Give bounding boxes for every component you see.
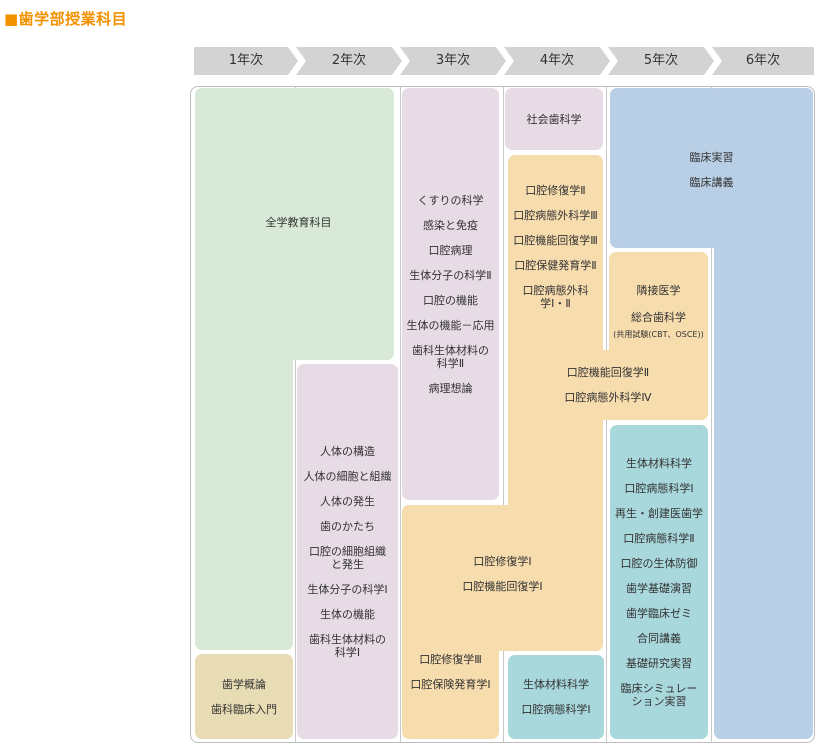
subject: 生体材料科学: [626, 456, 692, 470]
subject: 臨床シミュレーション実習: [620, 681, 698, 708]
year-tab-5: 5年次: [608, 47, 714, 75]
subject: 口腔修復学Ⅱ: [525, 184, 586, 197]
subject: 臨床実習: [689, 151, 734, 164]
year-header: 1年次 2年次 3年次 4年次 5年次 6年次: [194, 47, 814, 75]
year5-related-block: [609, 252, 708, 420]
year-tab-4: 4年次: [504, 47, 610, 75]
year-tab-6: 6年次: [712, 47, 814, 75]
year-tab-3: 3年次: [400, 47, 506, 75]
column-divider: [711, 86, 712, 743]
year45-shared-list: 口腔機能回復学Ⅱ 口腔病態外科学Ⅳ: [508, 360, 708, 410]
subject: 人体の細胞と組織: [303, 469, 392, 483]
subject: 合同講義: [637, 631, 681, 645]
subject: 生体分子の科学Ⅱ: [409, 268, 492, 282]
subject: 口腔病態外科学Ⅰ・Ⅱ: [522, 284, 589, 310]
subject: 総合歯科学: [631, 311, 686, 324]
subject: 口腔の細胞組織と発生: [309, 544, 386, 571]
year4-subject-list: 口腔修復学Ⅱ 口腔病態外科学Ⅲ 口腔機能回復学Ⅲ 口腔保健発育学Ⅱ 口腔病態外科…: [508, 178, 603, 316]
general-education-label: 全学教育科目: [265, 216, 332, 229]
subject: 基礎研究実習: [626, 656, 692, 670]
subject: 人体の構造: [320, 444, 375, 458]
year5-subjects-block: 生体材料科学 口腔病態科学Ⅰ 再生・創建医歯学 口腔病態科学Ⅱ 口腔の生体防御 …: [610, 425, 708, 739]
subject: 口腔修復学Ⅰ: [473, 555, 532, 568]
subject: 生体材料科学: [523, 678, 589, 691]
subject: 歯科臨床入門: [211, 702, 277, 716]
subject: 口腔機能回復学Ⅲ: [513, 234, 598, 247]
social-dentistry-block: 社会歯科学: [505, 88, 603, 150]
subject: 口腔病態科学Ⅰ: [624, 481, 694, 495]
subject: 歯学臨床ゼミ: [626, 606, 692, 620]
subject: 人体の発生: [320, 494, 375, 508]
subject: 口腔修復学Ⅲ: [419, 653, 482, 666]
column-divider: [503, 86, 504, 743]
year3-lower-list: 口腔修復学Ⅲ 口腔保険発育学Ⅰ: [402, 647, 499, 697]
subject: 臨床講義: [689, 176, 734, 189]
subject: 感染と免疫: [423, 218, 478, 232]
year2-subjects-block: 人体の構造 人体の細胞と組織 人体の発生 歯のかたち 口腔の細胞組織と発生 生体…: [297, 364, 398, 739]
year34-shared-list: 口腔修復学Ⅰ 口腔機能回復学Ⅰ: [402, 549, 603, 599]
clinical-list: 臨床実習 臨床講義: [610, 145, 813, 195]
subject: 病理想論: [428, 381, 473, 395]
subject: 口腔病態外科学Ⅳ: [564, 391, 652, 404]
subject: 口腔病理: [428, 243, 473, 257]
general-education-block-y2: [297, 88, 394, 360]
subject: 口腔病態科学Ⅱ: [623, 531, 695, 545]
subject: 口腔機能回復学Ⅱ: [566, 366, 650, 379]
subject: 隣接医学: [636, 284, 681, 297]
year4-bottom-block: 生体材料科学 口腔病態科学Ⅰ: [508, 655, 604, 739]
clinical-block-y6: [714, 88, 813, 739]
year-tab-2: 2年次: [296, 47, 402, 75]
subject: 生体分子の科学Ⅰ: [307, 582, 388, 596]
year3-lower-block: [402, 505, 499, 739]
subject: 歯学基礎演習: [626, 581, 692, 595]
subject: 口腔保険発育学Ⅰ: [410, 678, 491, 691]
general-education-block-y1: [195, 88, 293, 650]
subject: 口腔保健発育学Ⅱ: [514, 259, 597, 272]
subject: 社会歯科学: [526, 112, 582, 126]
subject: 口腔機能回復学Ⅰ: [462, 580, 543, 593]
subject: 歯科生体材料の科学Ⅱ: [412, 343, 489, 370]
subject: 再生・創建医歯学: [615, 506, 703, 520]
year-tab-1: 1年次: [194, 47, 298, 75]
subject: 口腔の機能: [423, 293, 478, 307]
exam-note: (共用試験(CBT、OSCE)): [613, 330, 704, 339]
year3-subjects-block: くすりの科学 感染と免疫 口腔病理 生体分子の科学Ⅱ 口腔の機能 生体の機能－応…: [402, 88, 499, 500]
subject: 歯科生体材料の科学Ⅰ: [309, 632, 386, 659]
subject: 口腔病態科学Ⅰ: [521, 703, 591, 716]
subject: くすりの科学: [417, 193, 484, 207]
subject: 歯学概論: [222, 677, 266, 691]
page-title: ■歯学部授業科目: [4, 10, 128, 28]
year5-related-list: 隣接医学 総合歯科学 (共用試験(CBT、OSCE)): [609, 278, 708, 346]
intro-block: 歯学概論 歯科臨床入門: [195, 654, 293, 739]
subject: 口腔の生体防御: [620, 556, 698, 570]
subject: 歯のかたち: [320, 519, 375, 533]
column-divider: [295, 86, 296, 743]
curriculum-frame: [190, 86, 815, 743]
column-divider: [400, 86, 401, 743]
subject: 生体の機能－応用: [406, 318, 495, 332]
subject: 生体の機能: [320, 607, 375, 621]
subject: 口腔病態外科学Ⅲ: [513, 209, 598, 222]
